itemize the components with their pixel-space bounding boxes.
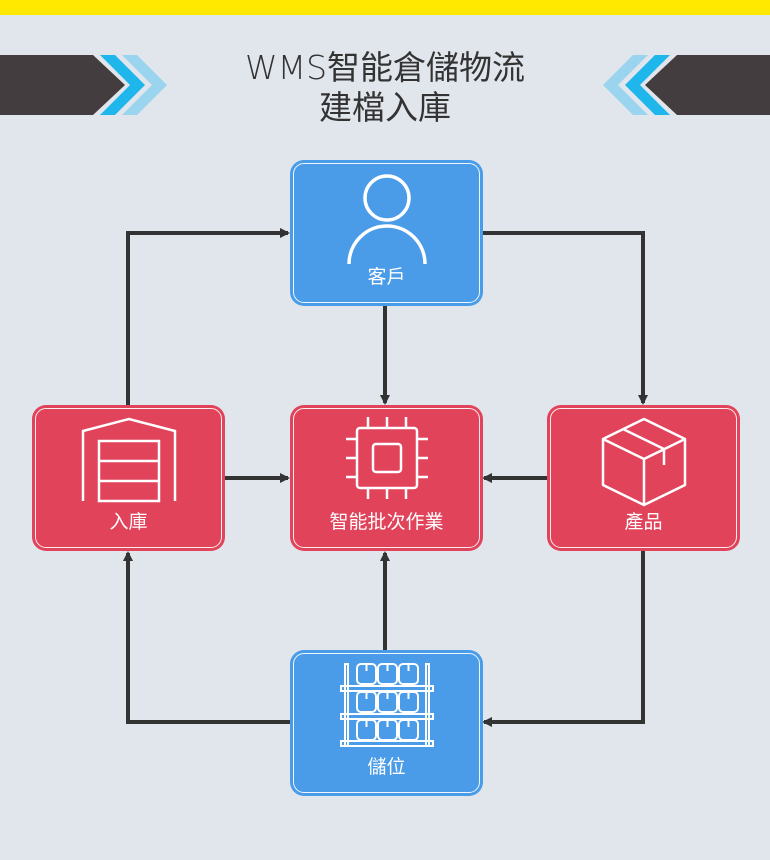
- left-banner: [0, 55, 167, 115]
- right-banner-bar: [645, 55, 770, 115]
- node-inner-border: [35, 408, 222, 548]
- node-storage[interactable]: 儲位: [290, 650, 483, 796]
- node-label: 產品: [624, 511, 663, 533]
- right-banner: [603, 55, 770, 115]
- edge-storage-to-inbound: [123, 551, 290, 724]
- shelves-icon: [339, 663, 434, 747]
- box-icon: [601, 417, 686, 507]
- node-customer[interactable]: 客戶: [290, 160, 483, 306]
- left-banner-bar: [0, 55, 125, 115]
- node-inner-border: [293, 163, 480, 303]
- node-label: 儲位: [367, 756, 406, 778]
- node-batch[interactable]: 智能批次作業: [290, 405, 483, 551]
- node-inner-border: [293, 653, 480, 793]
- node-inbound[interactable]: 入庫: [32, 405, 225, 551]
- node-inner-border: [550, 408, 737, 548]
- edge-customer-to-product: [482, 231, 648, 405]
- edge-inbound-to-customer: [126, 228, 290, 405]
- left-chevron-blue: [100, 55, 145, 115]
- node-label: 客戶: [367, 266, 406, 288]
- edge-product-to-storage: [482, 551, 645, 727]
- warehouse-icon: [81, 417, 176, 503]
- chip-icon: [345, 417, 428, 499]
- node-product[interactable]: 產品: [547, 405, 740, 551]
- page-title: WMS智能倉儲物流 建檔入庫: [185, 48, 585, 128]
- title-line-1: WMS智能倉儲物流: [244, 48, 526, 87]
- left-chevron-light: [122, 55, 167, 115]
- top-accent-bar: [0, 0, 770, 15]
- right-chevron-light: [603, 55, 648, 115]
- person-icon: [346, 174, 427, 265]
- node-label: 入庫: [109, 511, 148, 533]
- title-line-2: 建檔入庫: [319, 88, 451, 127]
- node-label: 智能批次作業: [329, 511, 444, 533]
- node-inner-border: [293, 408, 480, 548]
- right-chevron-blue: [625, 55, 670, 115]
